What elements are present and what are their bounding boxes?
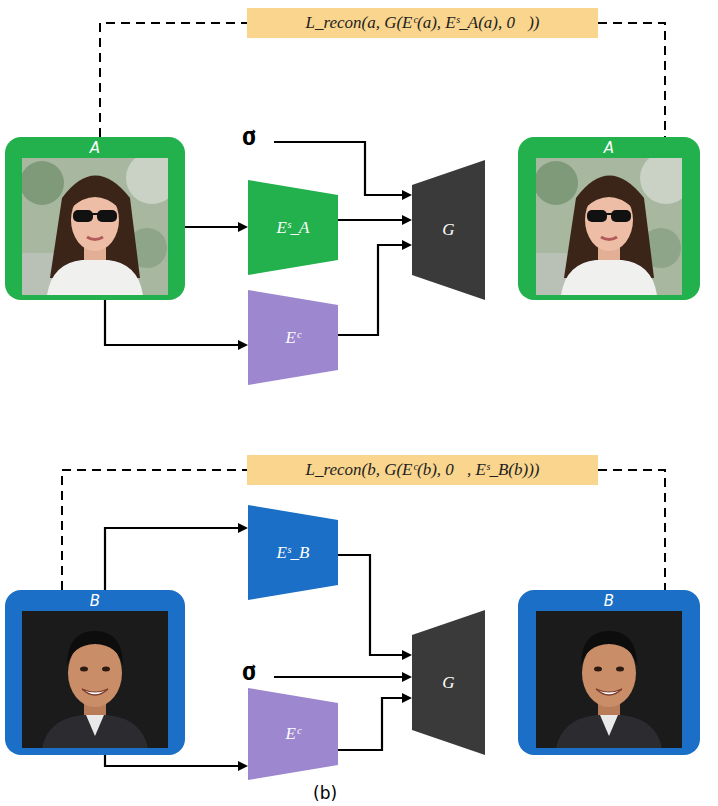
image-domain-box: B <box>518 590 700 755</box>
domain-label-row: B <box>5 591 185 610</box>
arrow-head <box>402 650 412 660</box>
trapezoid-fill <box>248 290 338 385</box>
loss-dashed-line <box>598 470 665 590</box>
connector-line <box>338 245 403 335</box>
loss-dashed-line <box>100 23 247 137</box>
connector-line <box>185 226 239 228</box>
zero-arrow-bottom <box>274 676 403 678</box>
image-domain-box: B <box>5 590 185 755</box>
arrow-head <box>402 693 412 703</box>
trapezoid-fill <box>412 160 485 300</box>
loss-box: L_recon(b, G(Eᶜ(b), 0⃗, Eˢ_B(b))) <box>247 455 598 485</box>
connector-line <box>338 555 403 655</box>
zero-vector-label: 0⃗ <box>240 126 258 150</box>
arrow-head <box>402 215 412 225</box>
connector-line <box>598 470 665 590</box>
trapezoid-fill <box>248 688 338 780</box>
flow-arrow <box>105 300 248 350</box>
trapezoid-fill <box>412 610 485 755</box>
image-domain-box: A <box>518 137 700 300</box>
flow-arrow <box>338 555 412 660</box>
arrow-head <box>238 222 248 232</box>
flow-arrow <box>105 523 248 590</box>
loss-box: L_recon(a, G(Eᶜ(a), Eˢ_A(a), 0⃗)) <box>247 8 598 38</box>
domain-label-row: B <box>518 591 700 610</box>
connector-line <box>105 755 239 766</box>
zero-arrow-top <box>274 142 403 195</box>
flow-arrow <box>338 693 412 750</box>
man-photo <box>22 611 168 748</box>
connector-line <box>100 23 247 137</box>
connector-line <box>105 300 239 345</box>
woman-photo <box>536 158 682 295</box>
image-domain-box: A <box>5 137 185 300</box>
figure-caption: (b) <box>313 783 337 803</box>
loss-dashed-line <box>598 23 665 137</box>
encoder-trapezoid: Eᶜ <box>248 290 338 385</box>
trapezoid-fill <box>248 505 338 600</box>
arrow-head <box>238 523 248 533</box>
woman-photo <box>22 158 168 295</box>
connector-line <box>105 528 239 590</box>
trapezoid-fill <box>248 180 338 275</box>
encoder-trapezoid: Eˢ_B <box>248 505 338 600</box>
connector-line <box>338 698 403 750</box>
generator-trapezoid: G <box>412 160 485 300</box>
arrow-head <box>402 240 412 250</box>
flow-arrow <box>105 755 248 771</box>
flow-arrow <box>185 222 248 232</box>
domain-label-row: A <box>518 138 700 157</box>
arrow-head <box>402 672 412 682</box>
encoder-trapezoid: Eˢ_A <box>248 180 338 275</box>
encoder-trapezoid: Eᶜ <box>248 688 338 780</box>
man-photo <box>536 611 682 748</box>
connector-line <box>598 23 665 137</box>
connector-line <box>62 470 247 590</box>
zero-vector-label: 0⃗ <box>240 661 258 685</box>
arrow-head <box>238 761 248 771</box>
arrow-head <box>402 190 412 200</box>
loss-dashed-line <box>62 470 247 590</box>
connector-line <box>338 219 403 221</box>
generator-trapezoid: G <box>412 610 485 755</box>
domain-label-row: A <box>5 138 185 157</box>
flow-arrow <box>338 240 412 335</box>
flow-arrow <box>338 215 412 225</box>
arrow-head <box>238 340 248 350</box>
